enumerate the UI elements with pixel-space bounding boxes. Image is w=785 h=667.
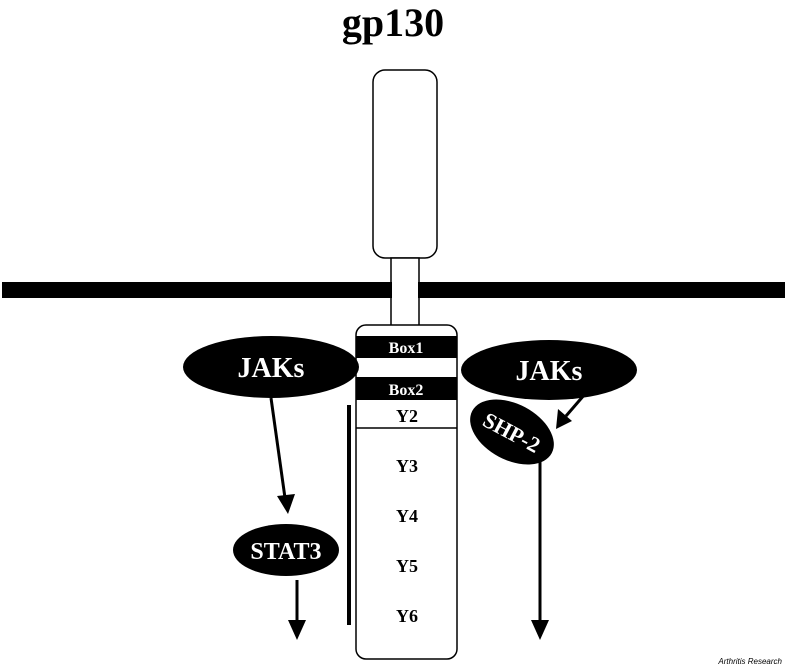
box2-label: Box2 — [389, 382, 424, 399]
arrowhead-jaks-to-shp2 — [556, 409, 572, 429]
box1-label: Box1 — [389, 340, 424, 357]
stalk-membrane-crossing — [392, 282, 418, 298]
jaks-left-label: JAKs — [238, 353, 305, 384]
arrow-jaks-to-stat3 — [269, 397, 288, 506]
shp2-oval — [470, 399, 554, 465]
tyrosine-y2: Y2 — [396, 406, 418, 426]
tyrosine-y6: Y6 — [396, 606, 418, 626]
box1-band — [356, 336, 457, 358]
arrowhead-stat3-down — [288, 620, 306, 640]
arrowhead-shp2-down — [531, 620, 549, 640]
extracellular-domain — [372, 69, 438, 259]
cytoplasmic-domain — [355, 324, 458, 660]
stat3-oval — [233, 524, 339, 576]
box2-band — [356, 377, 457, 400]
jaks-right-label: JAKs — [516, 356, 583, 387]
stat3-label: STAT3 — [250, 539, 321, 565]
journal-credit: Arthritis Research — [717, 657, 782, 666]
tyrosine-y5: Y5 — [396, 556, 418, 576]
jaks-right-oval — [461, 340, 637, 400]
diagram-title: gp130 — [342, 0, 444, 45]
arrow-jaks-to-shp2 — [564, 393, 587, 417]
tyrosine-y4: Y4 — [396, 506, 418, 526]
jaks-left-oval — [183, 336, 359, 398]
shp2-group: SHP-2 — [470, 399, 554, 465]
tyrosine-y3: Y3 — [396, 456, 418, 476]
arrowhead-jaks-to-stat3 — [277, 494, 295, 514]
